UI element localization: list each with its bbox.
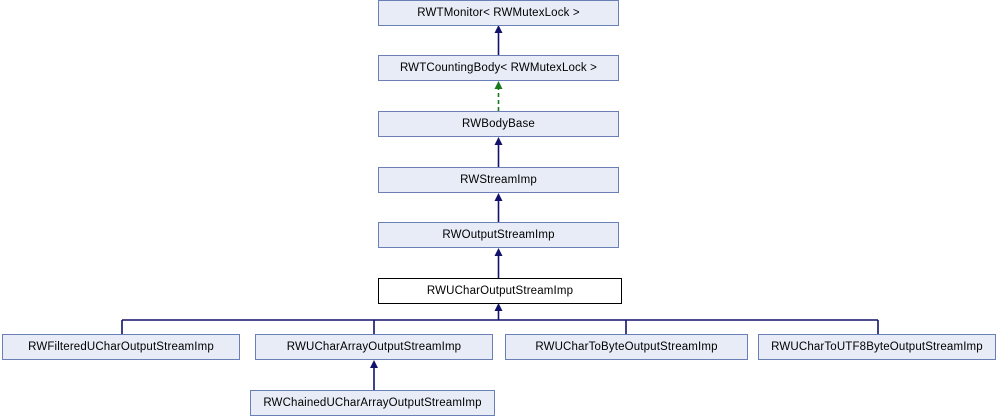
class-node-rwoutputstreamimp[interactable]: RWOutputStreamImp [378, 222, 619, 248]
class-node-rwuchararrayoutputstreamimp[interactable]: RWUCharArrayOutputStreamImp [255, 334, 493, 360]
class-node-rwuchartobyteoutputstreamimp[interactable]: RWUCharToByteOutputStreamImp [505, 334, 748, 360]
edge-rwucharoutputstreamimp-to-rwoutputstreamimp [494, 248, 503, 278]
edge-rwbodybase-to-rwtcountingbody [494, 81, 503, 111]
class-node-rwuchartoutf8byteoutputstreamimp[interactable]: RWUCharToUTF8ByteOutputStreamImp [758, 334, 996, 360]
class-node-rwbodybase[interactable]: RWBodyBase [378, 111, 619, 137]
class-node-rwucharoutputstreamimp[interactable]: RWUCharOutputStreamImp [378, 278, 622, 304]
edge-rwchaineducharrayoutputstreamimp-to-rwuchararrayoutputstreamimp [370, 360, 378, 390]
class-node-rwchaineducharrayoutputstreamimp[interactable]: RWChainedUCharArrayOutputStreamImp [250, 390, 495, 416]
edge-rwstreamimp-to-rwbodybase [494, 137, 503, 167]
class-node-rwstreamimp[interactable]: RWStreamImp [378, 167, 619, 193]
class-node-rwtmonitor[interactable]: RWTMonitor< RWMutexLock > [378, 0, 619, 26]
class-node-rwtcountingbody[interactable]: RWTCountingBody< RWMutexLock > [378, 55, 619, 81]
class-node-rwfiltereducharoutputstreamimp[interactable]: RWFilteredUCharOutputStreamImp [2, 334, 240, 360]
edge-rwtcountingbody-to-rwtmonitor [494, 25, 503, 55]
edge-bus-derived-to-rwucharoutputstreamimp [121, 303, 879, 334]
edge-rwoutputstreamimp-to-rwstreamimp [494, 193, 503, 222]
